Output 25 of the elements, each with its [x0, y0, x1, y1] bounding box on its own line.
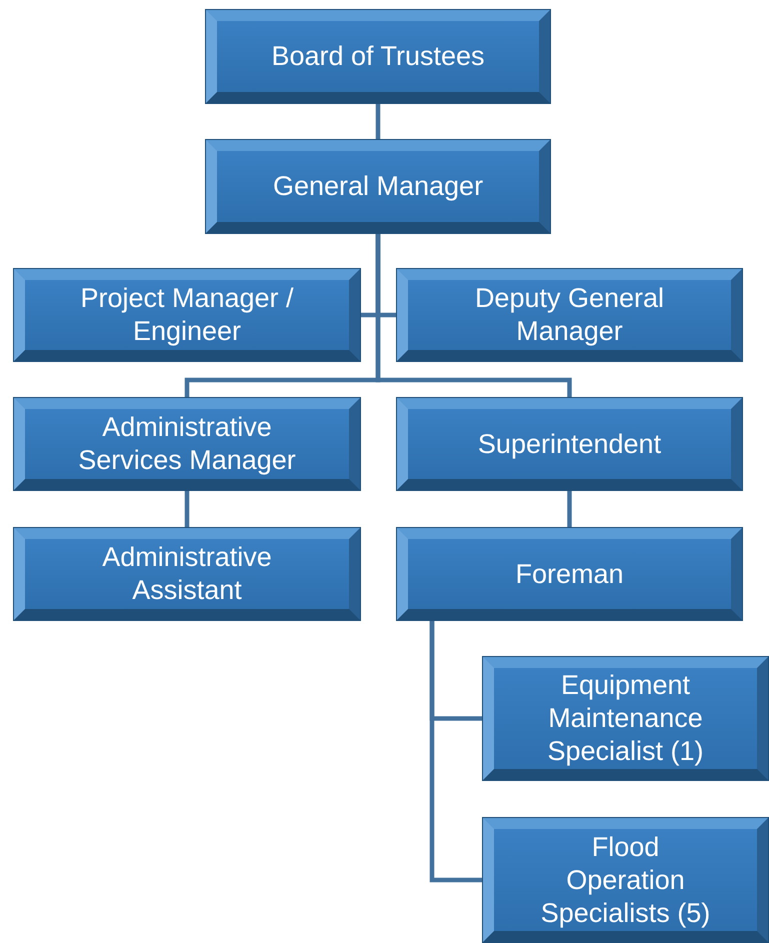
- position-title: Flood Operation Specialists (5): [540, 830, 712, 930]
- org-box: [14, 528, 360, 620]
- connector-line: [376, 103, 380, 140]
- position-title: Administrative Assistant: [101, 541, 273, 607]
- org-box: [14, 398, 360, 490]
- position-title: Foreman: [515, 558, 624, 590]
- org-box: [397, 269, 742, 361]
- org-box: [14, 269, 360, 361]
- org-box: [206, 140, 550, 233]
- org-box: [397, 398, 742, 490]
- org-box: [483, 657, 768, 780]
- position-title: Board of Trustees: [271, 40, 485, 73]
- connector-line: [184, 490, 190, 528]
- position-title: Deputy General Manager: [474, 282, 666, 348]
- position-title: Equipment Maintenance Specialist (1): [546, 669, 705, 768]
- connector-line: [430, 620, 483, 882]
- position-title: Superintendent: [478, 428, 662, 460]
- position-title: Project Manager / Engineer: [79, 282, 295, 348]
- position-title: Administrative Services Manager: [77, 411, 297, 477]
- connector-line: [567, 490, 572, 528]
- org-box: [206, 10, 550, 103]
- org-box: [483, 818, 768, 942]
- connector-line: [376, 233, 572, 398]
- org-box: [397, 528, 742, 620]
- position-title: General Manager: [272, 170, 484, 203]
